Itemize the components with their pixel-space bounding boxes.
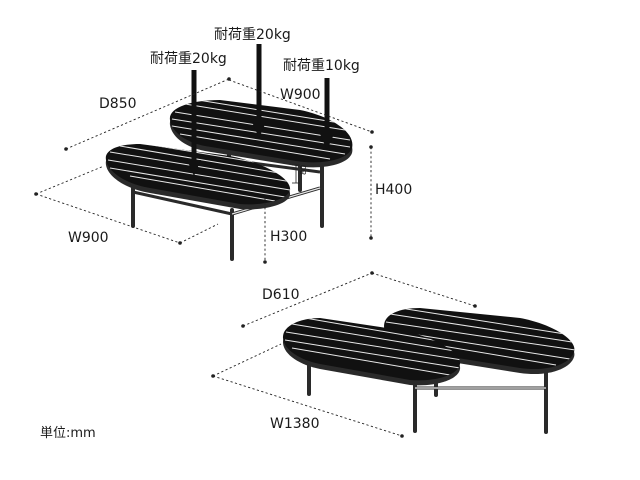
load-label-center: 耐荷重20kg [214,27,291,43]
flat-table-configuration [211,271,575,438]
dimension-lines-stacked [34,77,374,264]
height-label-lower: H300 [270,229,307,245]
load-arrow-right [320,78,334,150]
width-label-lower: W900 [68,230,109,246]
unit-label: 単位:mm [40,425,96,441]
step-label: 80 [299,165,308,175]
flat-left-tabletop [282,318,461,386]
height-label-upper: H400 [375,182,412,198]
step-height-indicator: 80 [292,164,308,184]
depth-label-flat: D610 [262,287,300,303]
depth-label-large: D850 [99,96,137,112]
stacked-table-configuration: 80 [34,44,374,264]
dimension-lines-flat [211,271,477,438]
load-arrow-center [252,44,266,138]
width-label-flat: W1380 [270,416,319,432]
load-label-right: 耐荷重10kg [283,58,360,74]
load-label-left: 耐荷重20kg [150,51,227,67]
load-arrow-left [187,70,201,176]
width-label-upper: W900 [280,87,321,103]
